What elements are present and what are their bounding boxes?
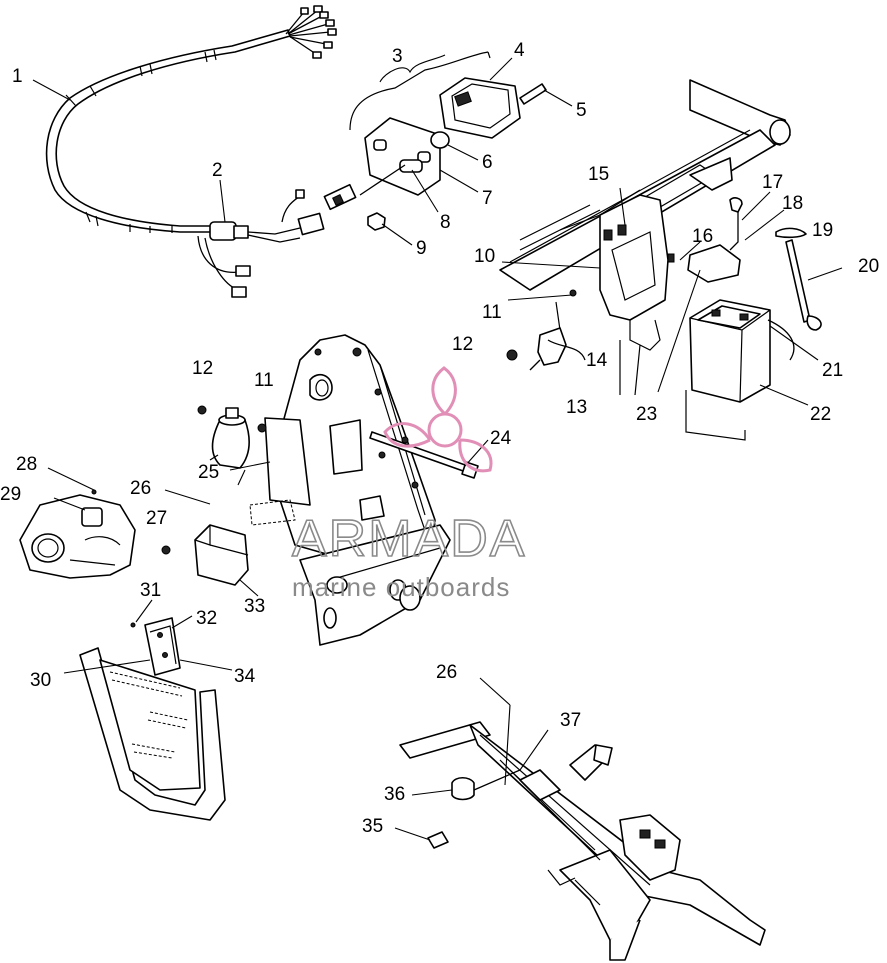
- callout-21: 21: [822, 360, 843, 381]
- watermark-tagline: marine outboards: [292, 572, 510, 602]
- callout-24: 24: [490, 428, 512, 449]
- callout-11a: 11: [482, 302, 502, 323]
- callout-28: 28: [16, 454, 37, 475]
- mud-flap: [79, 617, 226, 821]
- callout-32: 32: [196, 608, 217, 629]
- callout-12b: 12: [192, 358, 213, 379]
- callout-3: 3: [392, 46, 403, 67]
- callout-36: 36: [384, 784, 405, 805]
- callout-33: 33: [244, 596, 265, 617]
- upper-frame: [499, 79, 791, 396]
- voltage-regulator: [161, 524, 249, 586]
- callout-18: 18: [782, 193, 803, 214]
- callout-1: 1: [12, 66, 23, 87]
- callout-34: 34: [234, 666, 256, 687]
- air-box: [19, 489, 136, 579]
- callout-12a: 12: [452, 334, 473, 355]
- wiring-harness: [45, 5, 337, 298]
- leader-lines: [32, 54, 843, 841]
- callout-14: 14: [586, 350, 608, 371]
- callout-15: 15: [588, 164, 609, 185]
- callout-9: 9: [416, 238, 427, 259]
- ignition-coil: [197, 405, 267, 469]
- callout-17: 17: [762, 172, 783, 193]
- callout-2: 2: [212, 160, 223, 181]
- callout-4: 4: [514, 40, 525, 61]
- callout-29: 29: [0, 484, 21, 505]
- callout-26b: 26: [436, 662, 457, 683]
- watermark-logo-icon: [383, 366, 493, 473]
- callout-7: 7: [482, 188, 493, 209]
- callouts: 1 2 3 4 5 6 7 8 9 10 11 12 13 14 15 16 1…: [0, 40, 879, 837]
- callout-19: 19: [812, 220, 833, 241]
- callout-10: 10: [474, 246, 495, 267]
- callout-31: 31: [140, 580, 161, 601]
- callout-25: 25: [198, 462, 219, 483]
- relay-bracket: [506, 289, 586, 371]
- callout-20: 20: [858, 256, 879, 277]
- callout-16: 16: [692, 226, 713, 247]
- callout-37: 37: [560, 710, 581, 731]
- callout-27: 27: [146, 508, 167, 529]
- lower-frame: [399, 721, 766, 961]
- callout-35: 35: [362, 816, 383, 837]
- callout-8: 8: [440, 212, 451, 233]
- battery: [685, 197, 822, 441]
- callout-22: 22: [810, 404, 831, 425]
- callout-11b: 11: [254, 370, 274, 391]
- callout-5: 5: [576, 100, 587, 121]
- callout-30: 30: [30, 670, 51, 691]
- taillight-assembly: [323, 51, 547, 231]
- mounting-panel: [249, 334, 479, 646]
- callout-26a: 26: [130, 478, 151, 499]
- callout-13: 13: [566, 397, 587, 418]
- watermark: ARMADA marine outboards: [291, 366, 526, 602]
- callout-23: 23: [636, 404, 657, 425]
- watermark-brand: ARMADA: [292, 510, 526, 568]
- callout-6: 6: [482, 152, 493, 173]
